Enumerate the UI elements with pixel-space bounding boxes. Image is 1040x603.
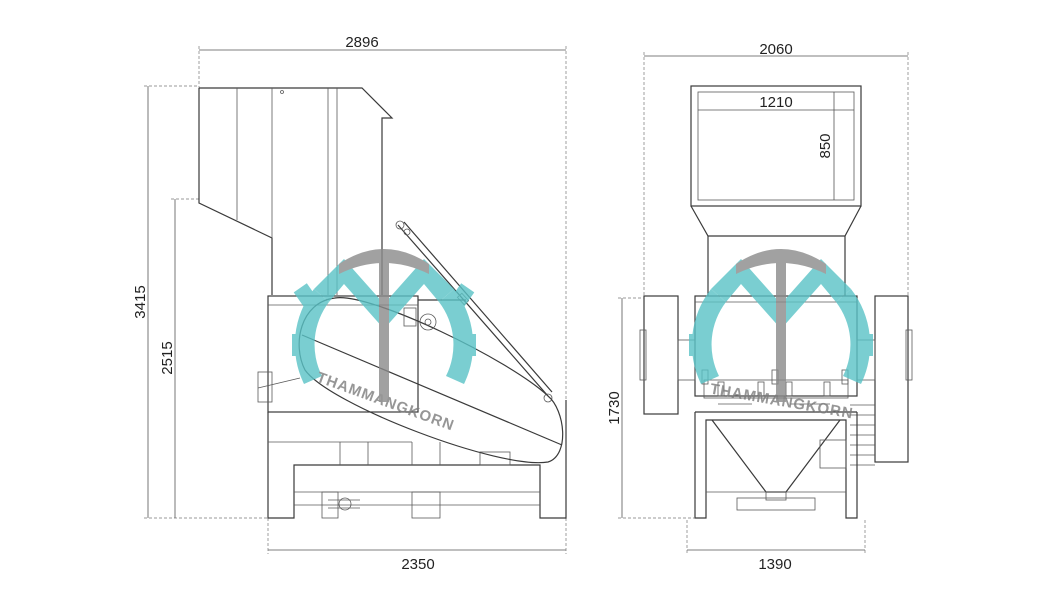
dimension-hopper-height: 850 — [817, 92, 835, 200]
dim-label-1730: 1730 — [606, 391, 623, 424]
gear-arc-icon — [294, 289, 329, 384]
motor-fins — [850, 404, 875, 466]
dim-label-850: 850 — [817, 133, 834, 158]
dim-label-2896: 2896 — [345, 34, 378, 51]
front-frame — [694, 411, 858, 519]
dim-label-2350: 2350 — [401, 556, 434, 573]
dimension-hopper-width: 1210 — [698, 94, 854, 111]
dimension-bottom-front: 1390 — [686, 520, 866, 573]
hydraulic-cylinder — [395, 220, 553, 403]
dimension-left-inner: 2515 — [159, 198, 199, 518]
dim-label-1390: 1390 — [758, 556, 791, 573]
dimension-top-front: 2060 — [643, 41, 909, 300]
front-pulleys — [639, 295, 913, 466]
dimension-left-outer: 3415 — [132, 85, 268, 519]
dim-label-2515: 2515 — [159, 341, 176, 374]
dim-label-3415: 3415 — [132, 285, 149, 318]
side-body — [257, 295, 567, 519]
side-hopper — [198, 87, 394, 295]
dimension-bottom-side: 2350 — [267, 518, 567, 573]
dim-label-1210: 1210 — [759, 94, 792, 111]
dimension-left-front: 1730 — [606, 297, 695, 519]
dim-label-2060: 2060 — [759, 41, 792, 58]
front-view: 2060 1210 850 — [606, 41, 913, 573]
side-view: 2896 3415 2515 2350 — [132, 34, 567, 573]
